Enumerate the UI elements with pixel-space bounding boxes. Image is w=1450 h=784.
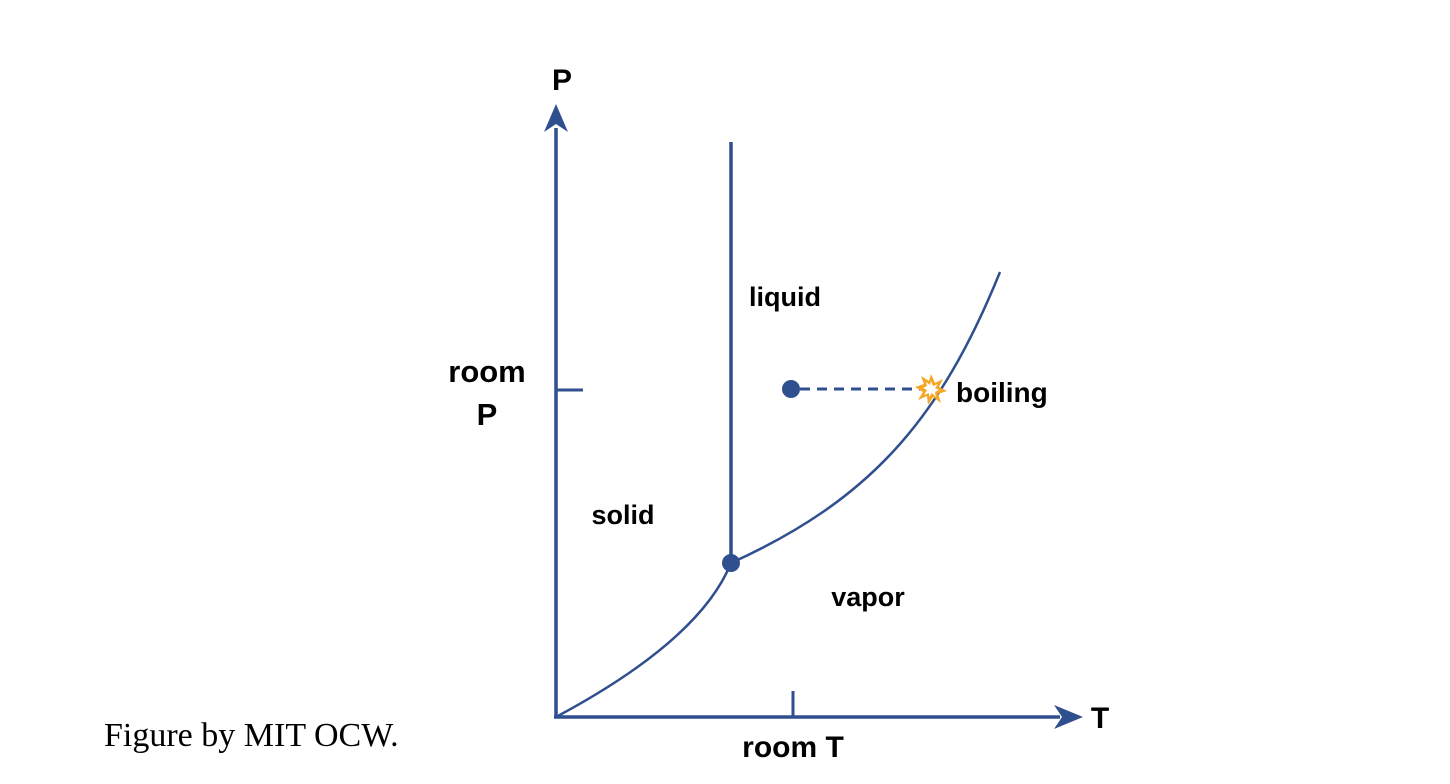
y-axis-arrowhead xyxy=(544,104,568,132)
x-axis-label: T xyxy=(1091,702,1109,735)
room-t-label: room T xyxy=(742,731,844,764)
boiling-burst-icon xyxy=(915,374,947,405)
boiling-label: boiling xyxy=(956,377,1048,408)
room-p-label-line2: P xyxy=(477,397,498,432)
region-solid-label: solid xyxy=(591,500,654,530)
x-axis-arrowhead xyxy=(1054,705,1083,729)
triple-point xyxy=(722,554,740,572)
room-p-label-line1: room xyxy=(448,354,526,389)
y-axis-label: P xyxy=(552,64,572,97)
figure-credit: Figure by MIT OCW. xyxy=(104,717,399,754)
start-point xyxy=(782,380,800,398)
vaporization-curve xyxy=(730,271,1002,565)
sublimation-curve xyxy=(555,562,733,719)
region-liquid-label: liquid xyxy=(749,282,821,312)
region-vapor-label: vapor xyxy=(831,582,905,612)
